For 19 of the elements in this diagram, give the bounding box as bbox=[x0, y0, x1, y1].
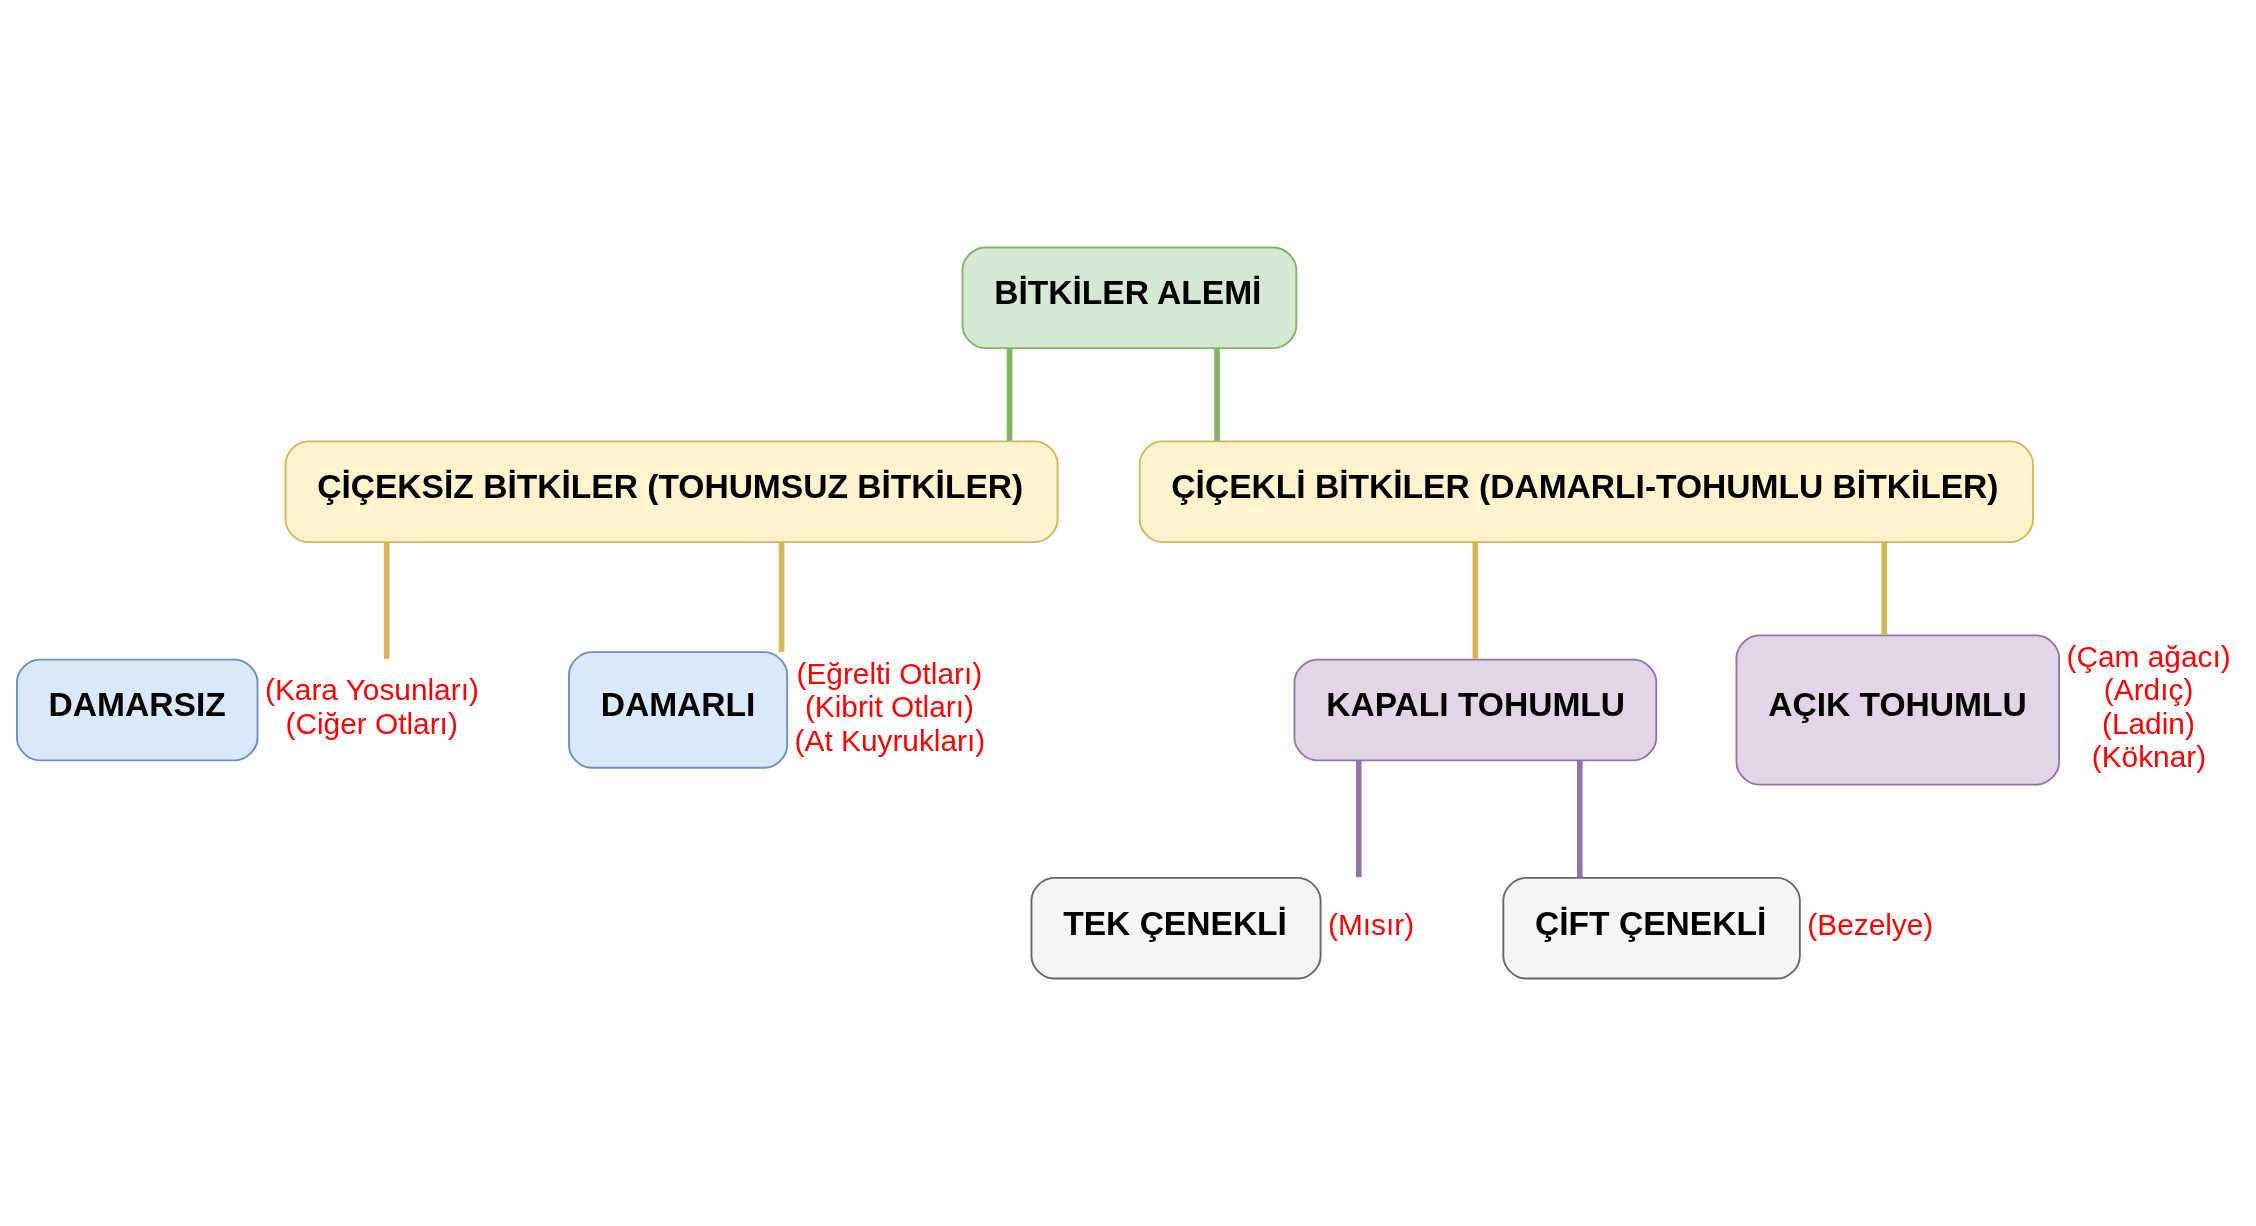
node-label: (Ardıç) bbox=[2103, 673, 2194, 707]
connector bbox=[1006, 348, 1013, 441]
node-label: (Eğrelti Otları) bbox=[796, 656, 983, 690]
node-label: (Ladin) bbox=[2102, 706, 2195, 740]
connector bbox=[1356, 760, 1362, 878]
node-label: (Köknar) bbox=[2091, 740, 2207, 774]
node-label: (Kara Yosunları) bbox=[264, 673, 479, 707]
connector bbox=[383, 542, 390, 659]
node-label: (At Kuyrukları) bbox=[794, 723, 986, 757]
connector bbox=[1881, 542, 1888, 635]
node-label: (Bezelye) bbox=[1807, 908, 1934, 942]
connector bbox=[1472, 542, 1479, 659]
connector bbox=[1214, 348, 1220, 441]
node-label: (Mısır) bbox=[1328, 908, 1415, 942]
connector bbox=[1577, 760, 1583, 878]
node-label: (Kibrit Otları) bbox=[804, 690, 974, 724]
node-label: (Ciğer Otları) bbox=[285, 706, 458, 740]
node-label: (Çam ağacı) bbox=[2066, 639, 2231, 673]
connector bbox=[778, 542, 785, 652]
